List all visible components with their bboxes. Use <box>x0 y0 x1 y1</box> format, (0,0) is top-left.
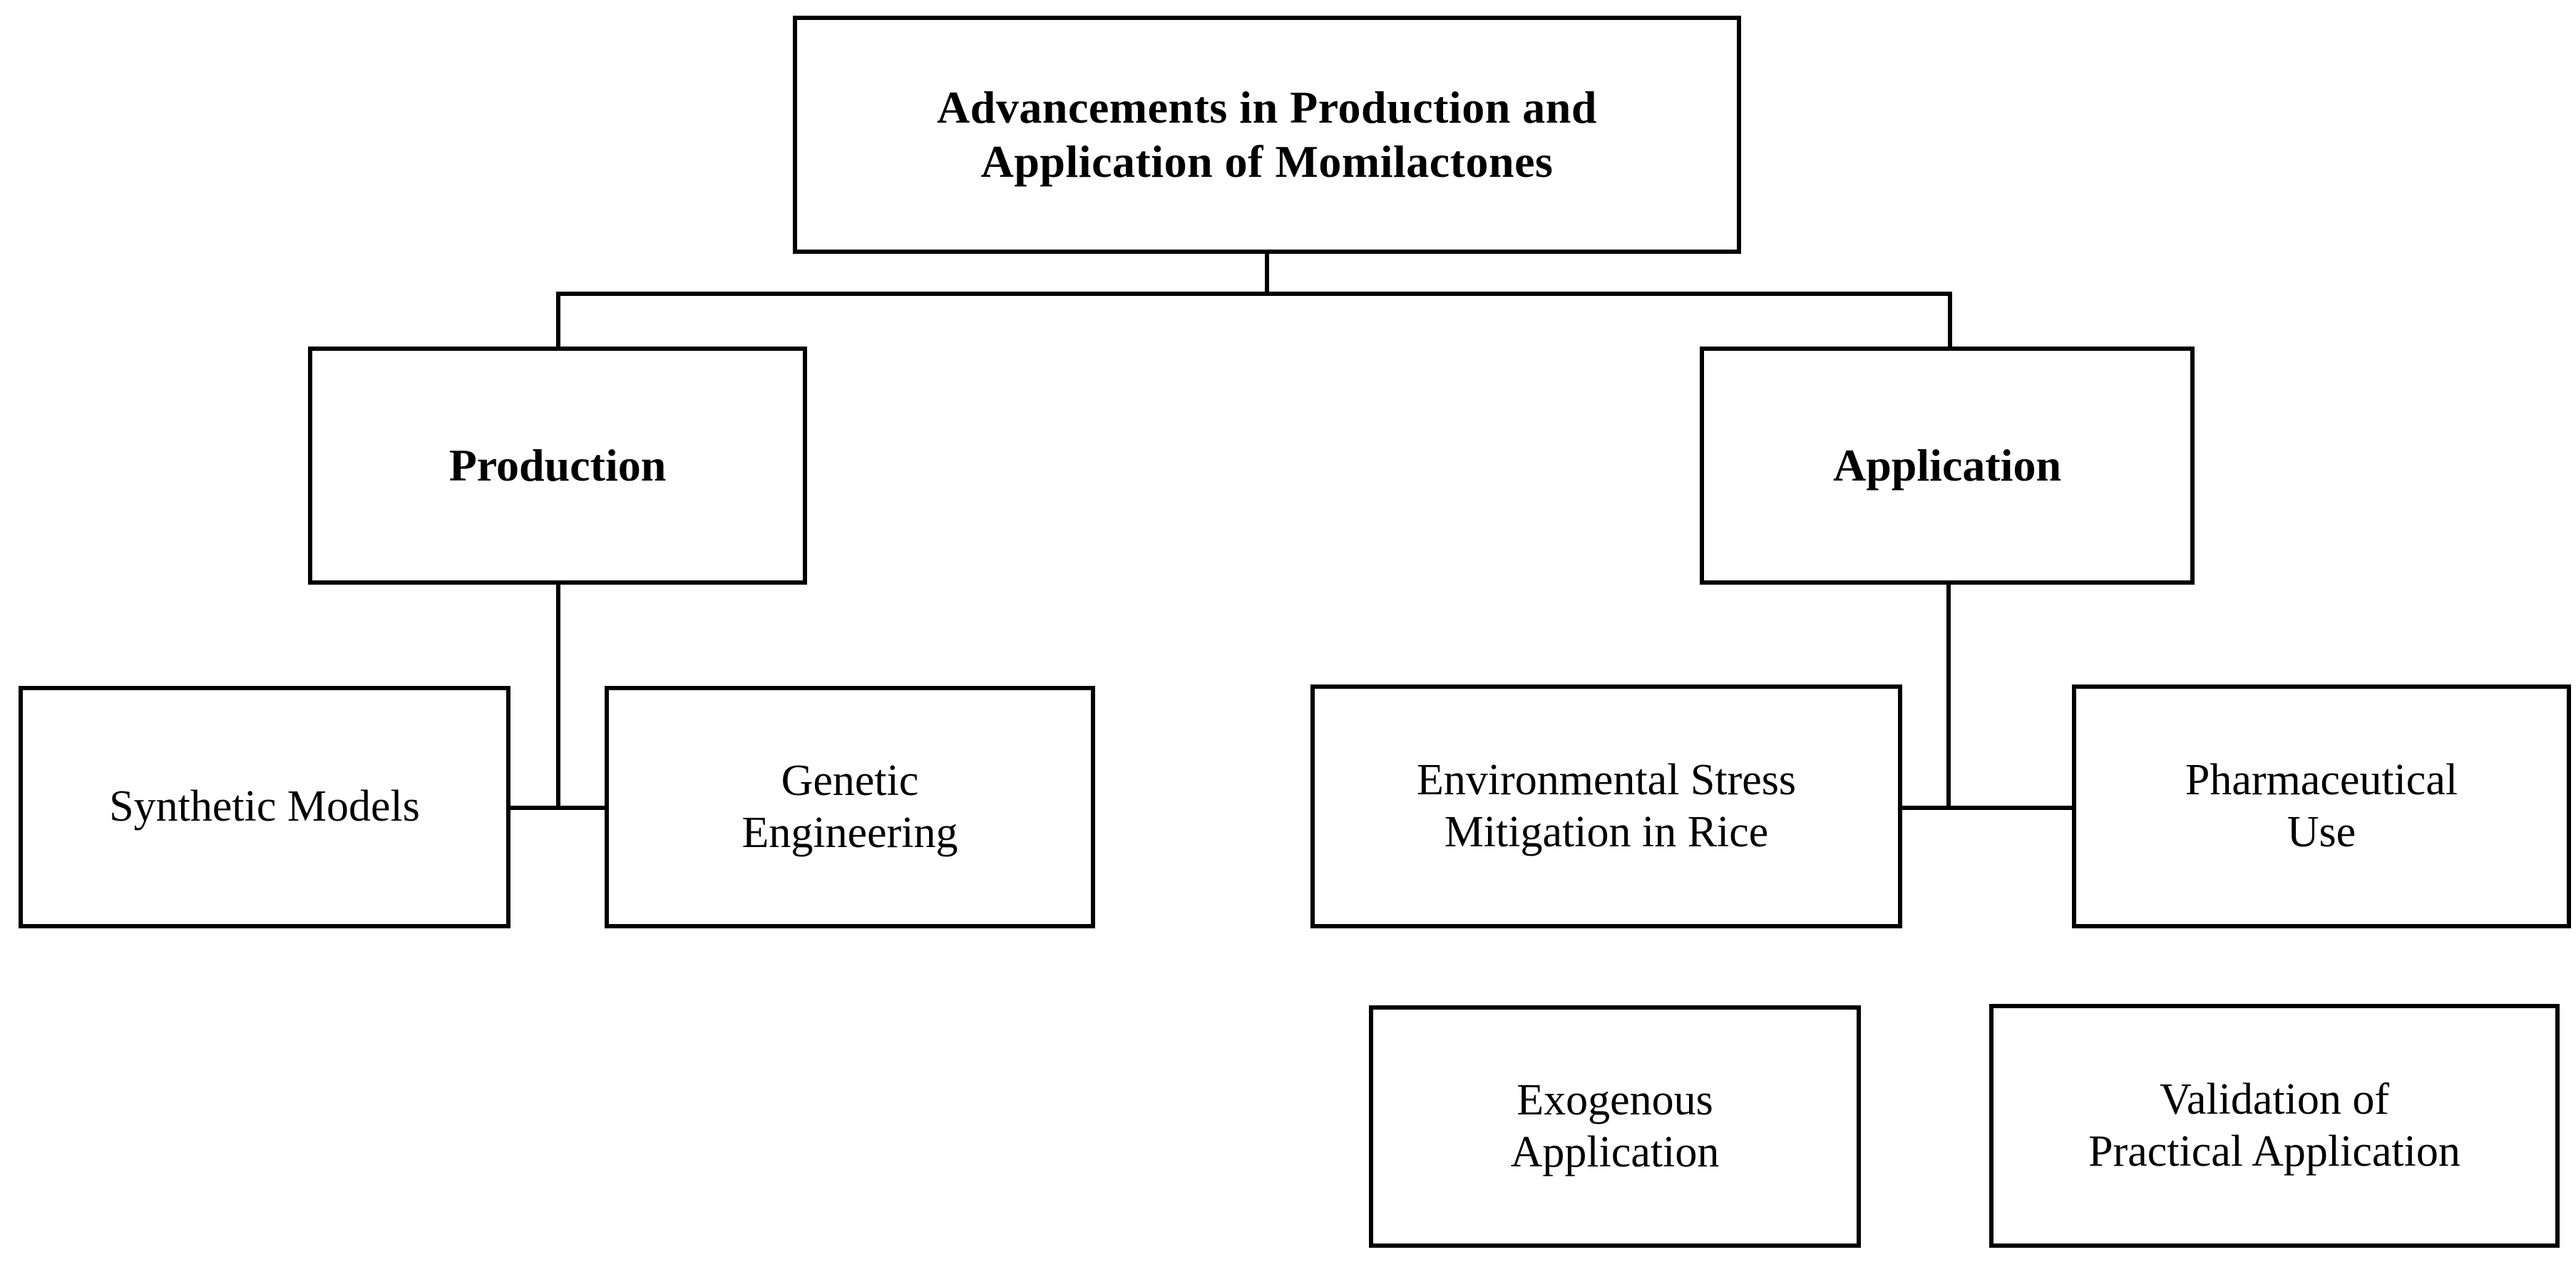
node-exogenous-application[interactable]: Exogenous Application <box>1369 1005 1861 1248</box>
connector-application-drop <box>1948 292 1952 350</box>
node-production[interactable]: Production <box>308 347 807 585</box>
node-pharmaceutical-use[interactable]: Pharmaceutical Use <box>2072 684 2571 928</box>
node-environmental-stress-mitigation-label: Environmental Stress Mitigation in Rice <box>1416 755 1797 856</box>
connector-application-stem <box>1946 582 1951 810</box>
node-genetic-engineering-label: Genetic Engineering <box>742 756 958 857</box>
connector-production-stem <box>556 582 560 810</box>
connector-root-stem <box>1265 251 1269 295</box>
node-root-label: Advancements in Production and Applicati… <box>937 82 1597 187</box>
node-genetic-engineering[interactable]: Genetic Engineering <box>605 686 1095 928</box>
node-environmental-stress-mitigation[interactable]: Environmental Stress Mitigation in Rice <box>1310 684 1902 928</box>
node-synthetic-models-label: Synthetic Models <box>109 782 420 831</box>
connector-level1-bus <box>556 292 1952 296</box>
connector-production-drop <box>556 292 560 350</box>
node-pharmaceutical-use-label: Pharmaceutical Use <box>2185 755 2458 856</box>
node-validation-of-practical-application-label: Validation of Practical Application <box>2088 1074 2460 1176</box>
node-application[interactable]: Application <box>1700 347 2195 585</box>
node-synthetic-models[interactable]: Synthetic Models <box>19 686 510 928</box>
node-validation-of-practical-application[interactable]: Validation of Practical Application <box>1989 1004 2560 1248</box>
node-root-title[interactable]: Advancements in Production and Applicati… <box>793 16 1741 254</box>
node-exogenous-application-label: Exogenous Application <box>1510 1075 1720 1176</box>
node-production-label: Production <box>448 440 667 491</box>
node-application-label: Application <box>1832 440 2062 491</box>
connector-application-bus <box>1899 806 2075 810</box>
connector-production-bus <box>508 806 609 810</box>
